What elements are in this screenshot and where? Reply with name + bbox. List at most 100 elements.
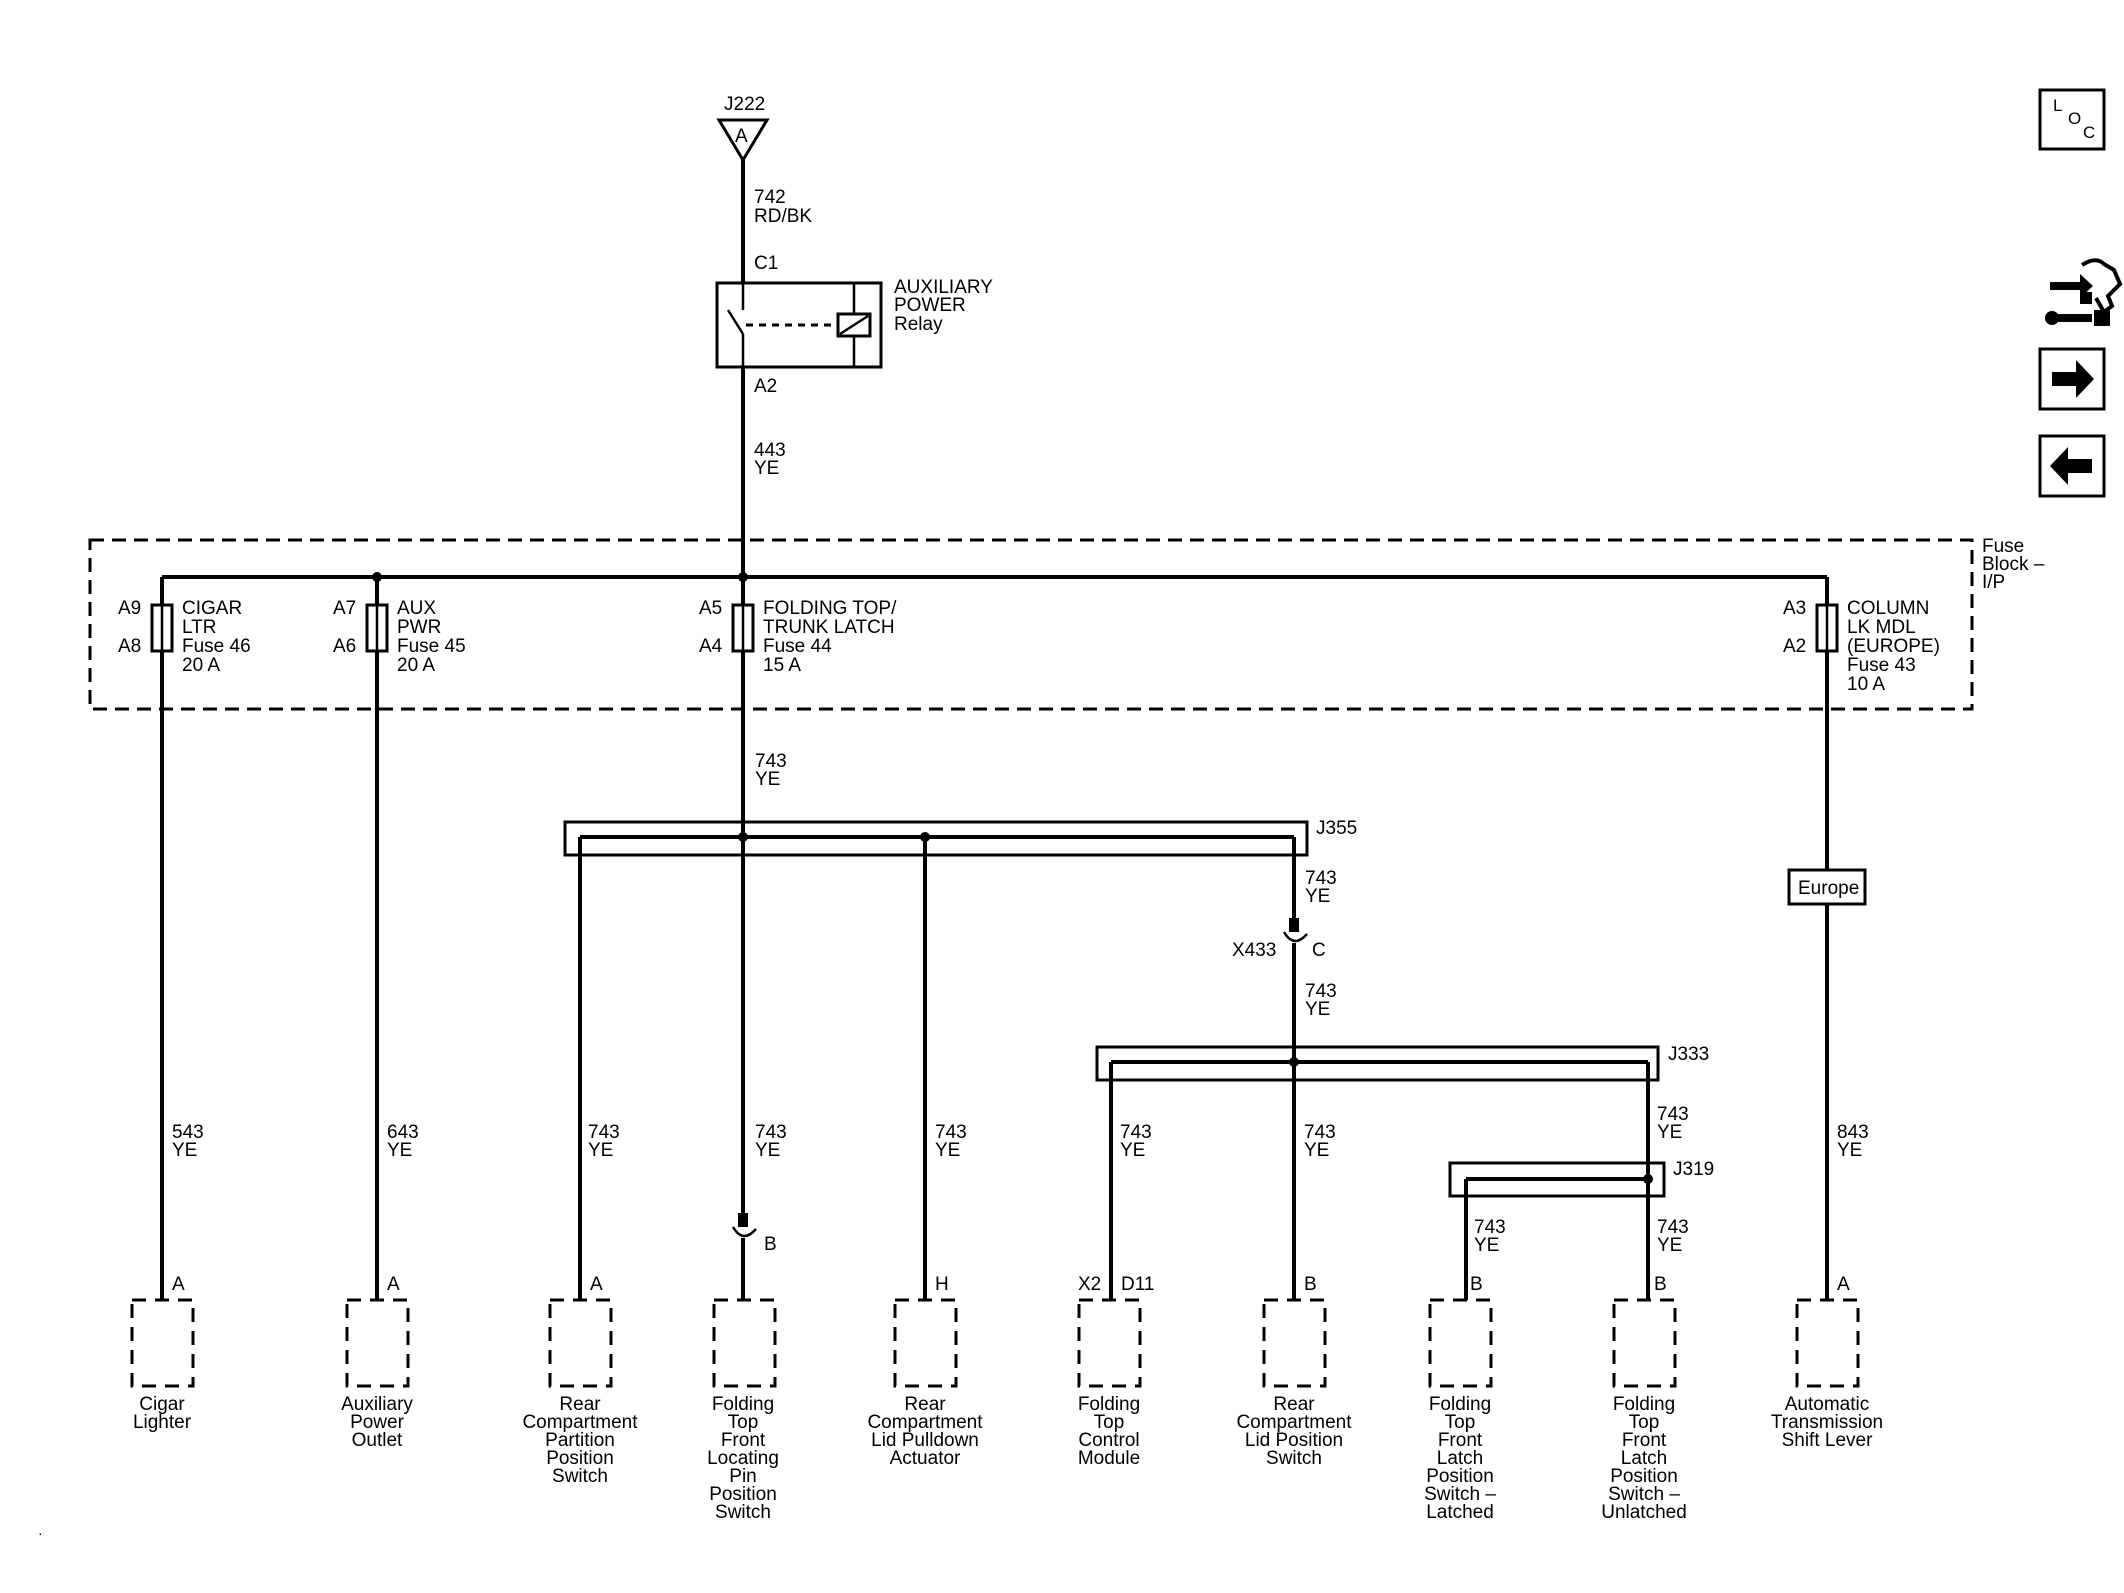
fuse-43: A3 A2 COLUMN LK MDL (EUROPE) Fuse 43 10 … xyxy=(1783,598,1940,695)
wire-843-circuit: 843 xyxy=(1837,1122,1869,1143)
loc-c: C xyxy=(2083,123,2095,142)
component-partition-line-5: Switch xyxy=(552,1466,608,1487)
component-pulldown-pin: H xyxy=(935,1274,949,1295)
next-page-button[interactable] xyxy=(2038,347,2106,411)
component-unlatched-pin: B xyxy=(1654,1274,1667,1295)
wire-543-circuit: 543 xyxy=(172,1122,204,1143)
component-latched-line-1: Folding xyxy=(1429,1394,1491,1415)
previous-page-button[interactable] xyxy=(2038,434,2106,498)
wire-643-circuit: 643 xyxy=(387,1122,419,1143)
component-latched-line-6: Switch – xyxy=(1424,1484,1496,1505)
wire-743-lid-circuit: 743 xyxy=(1304,1122,1336,1143)
arrow-left-icon xyxy=(2050,447,2092,485)
europe-option-box: Europe xyxy=(1787,868,1867,906)
component-latch-switch-latched: B Folding Top Front Latch Position Switc… xyxy=(1424,1274,1496,1523)
component-folding-top-control-module: X2 D11 Folding Top Control Module xyxy=(1077,1274,1154,1469)
fuse-block-title-3: I/P xyxy=(1982,572,2005,593)
fuse-46-line-2: LTR xyxy=(182,617,216,638)
splice-j319: J319 xyxy=(1448,1159,1714,1198)
wire-743-latched-circuit: 743 xyxy=(1474,1217,1506,1238)
splice-j319-label: J319 xyxy=(1673,1159,1714,1180)
component-locating-pin-line-6: Position xyxy=(709,1484,777,1505)
component-lid-position-switch: B Rear Compartment Lid Position Switch xyxy=(1236,1274,1352,1469)
wire-743-lid-color: YE xyxy=(1304,1140,1329,1161)
wire-843-color: YE xyxy=(1837,1140,1862,1161)
component-unlatched-line-6: Switch – xyxy=(1608,1484,1680,1505)
wire-443-circuit: 443 xyxy=(754,440,786,461)
corner-mark: · xyxy=(38,1525,43,1541)
fuse-45-line-2: PWR xyxy=(397,617,441,638)
component-locating-pin-line-5: Pin xyxy=(729,1466,756,1487)
wire-743-j333-right-circuit: 743 xyxy=(1657,1104,1689,1125)
component-module-connector: X2 xyxy=(1078,1274,1101,1295)
fuse-43-line-4: Fuse 43 xyxy=(1847,655,1916,676)
fuse-43-line-3: (EUROPE) xyxy=(1847,636,1940,657)
component-locating-pin-line-2: Top xyxy=(728,1412,759,1433)
fuse-block-title-2: Block – xyxy=(1982,554,2045,575)
connector-j222-pin: A xyxy=(735,126,748,147)
inline-connector-b: B xyxy=(731,1213,777,1300)
loc-o: O xyxy=(2068,109,2081,128)
wire-743-j333-right-color: YE xyxy=(1657,1122,1682,1143)
component-latched-line-3: Front xyxy=(1438,1430,1483,1451)
wire-743-partition-color: YE xyxy=(588,1140,613,1161)
component-shift-lever-line-3: Shift Lever xyxy=(1782,1430,1873,1451)
component-unlatched-line-1: Folding xyxy=(1613,1394,1675,1415)
component-partition-pin: A xyxy=(590,1274,603,1295)
relay-name-line-1: AUXILIARY xyxy=(894,277,993,298)
component-pulldown-line-2: Compartment xyxy=(867,1412,983,1433)
component-lid-line-1: Rear xyxy=(1273,1394,1315,1415)
wire-443-color: YE xyxy=(754,458,779,479)
fuse-46-line-1: CIGAR xyxy=(182,598,242,619)
fuse-block-title-1: Fuse xyxy=(1982,536,2024,557)
fuse-46-line-3: Fuse 46 xyxy=(182,636,251,657)
fuse-44: A5 A4 FOLDING TOP/ TRUNK LATCH Fuse 44 1… xyxy=(699,598,897,676)
wire-743-unlatched-color: YE xyxy=(1657,1235,1682,1256)
wire-743-x433-out-color: YE xyxy=(1305,999,1330,1020)
component-partition-line-1: Rear xyxy=(559,1394,601,1415)
fuse-46-line-4: 20 A xyxy=(182,655,220,676)
fuse-43-line-5: 10 A xyxy=(1847,674,1885,695)
component-unlatched-line-3: Front xyxy=(1622,1430,1667,1451)
component-aux-outlet-line-2: Power xyxy=(350,1412,405,1433)
fuse-43-pin-bottom: A2 xyxy=(1783,636,1806,657)
component-lid-pulldown-actuator: H Rear Compartment Lid Pulldown Actuator xyxy=(867,1274,983,1469)
connector-x433: X433 C xyxy=(1232,918,1326,961)
harness-tool-icon[interactable] xyxy=(2045,258,2123,326)
fuse-45-pin-top: A7 xyxy=(333,598,356,619)
fuse-44-pin-top: A5 xyxy=(699,598,722,619)
wire-643-color: YE xyxy=(387,1140,412,1161)
component-cigar-lighter-line-1: Cigar xyxy=(139,1394,185,1415)
inline-connector-b-pin: B xyxy=(764,1234,777,1255)
component-aux-outlet-pin: A xyxy=(387,1274,400,1295)
component-latch-switch-unlatched: B Folding Top Front Latch Position Switc… xyxy=(1601,1274,1687,1523)
wire-743-pin-circuit: 743 xyxy=(755,1122,787,1143)
fuse-44-pin-bottom: A4 xyxy=(699,636,723,657)
wire-743-unlatched-circuit: 743 xyxy=(1657,1217,1689,1238)
component-module-line-1: Folding xyxy=(1078,1394,1140,1415)
splice-j333: J333 xyxy=(1095,1044,1709,1082)
fuse-45-line-3: Fuse 45 xyxy=(397,636,466,657)
connector-j222-ref: J222 xyxy=(724,94,765,115)
location-view-button[interactable]: L O C xyxy=(2038,88,2106,151)
component-locating-pin-line-7: Switch xyxy=(715,1502,771,1523)
fuse-44-line-3: Fuse 44 xyxy=(763,636,832,657)
component-latched-pin: B xyxy=(1470,1274,1483,1295)
wire-743-pin-color: YE xyxy=(755,1140,780,1161)
fuse-46: A9 A8 CIGAR LTR Fuse 46 20 A xyxy=(118,598,251,676)
component-aux-outlet-line-1: Auxiliary xyxy=(341,1394,413,1415)
component-module-line-4: Module xyxy=(1078,1448,1140,1469)
component-latched-line-5: Position xyxy=(1426,1466,1494,1487)
wire-743-x433-out-circuit: 743 xyxy=(1305,981,1337,1002)
fuse-block-ip: Fuse Block – I/P A9 A8 CIGAR LTR Fuse 46… xyxy=(88,536,2045,711)
component-cigar-lighter-pin: A xyxy=(172,1274,185,1295)
wire-743-fuse44-color: YE xyxy=(755,769,780,790)
component-shift-lever: A Automatic Transmission Shift Lever xyxy=(1771,1274,1883,1451)
wire-743-module-color: YE xyxy=(1120,1140,1145,1161)
relay-name-line-2: POWER xyxy=(894,295,966,316)
component-cigar-lighter: A Cigar Lighter xyxy=(130,1274,195,1433)
wire-743-partition-circuit: 743 xyxy=(588,1122,620,1143)
wire-743-j355-out-circuit: 743 xyxy=(1305,868,1337,889)
splice-j355-label: J355 xyxy=(1316,818,1357,839)
